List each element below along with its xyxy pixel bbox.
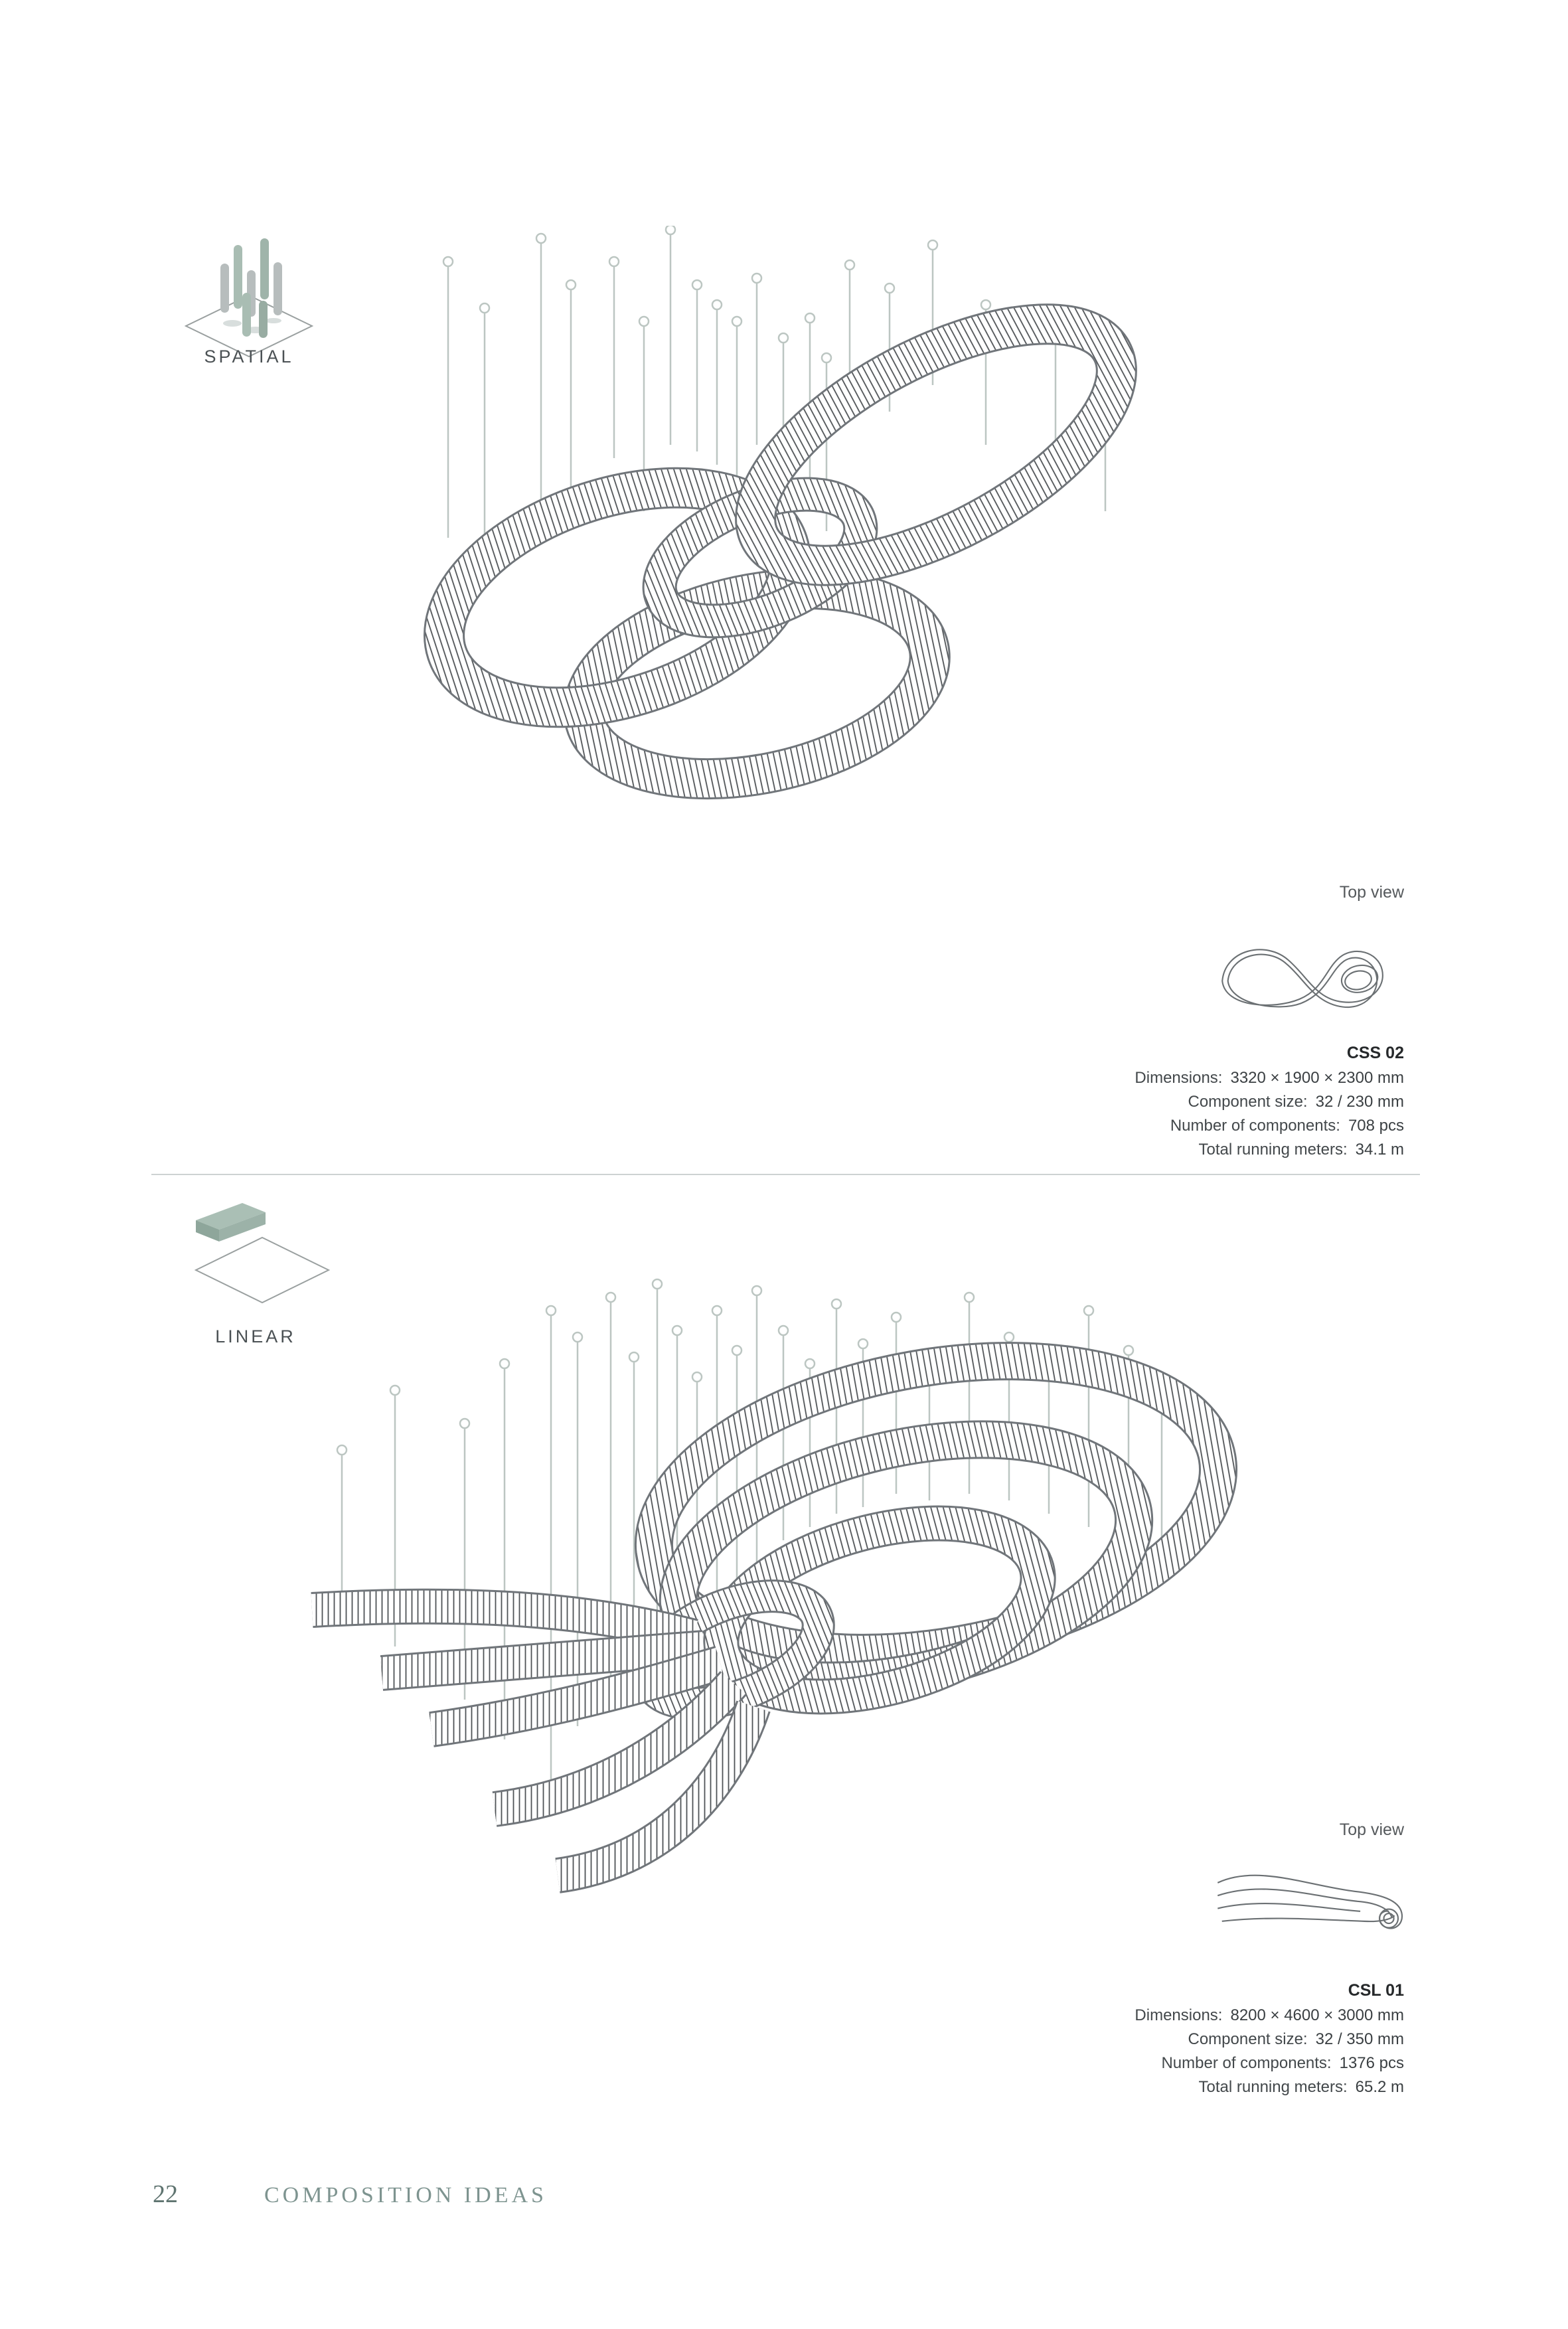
linear-icon	[179, 1195, 332, 1309]
spec-value: 65.2 m	[1355, 2078, 1404, 2096]
spec-value: 1376 pcs	[1339, 2054, 1404, 2072]
spatial-render-drawing	[385, 226, 1182, 956]
top-view-label-spatial: Top view	[1339, 883, 1404, 902]
ribbon-fans	[311, 1588, 771, 1893]
spec-label: Number of components:	[1170, 1117, 1340, 1135]
category-label-spatial: SPATIAL	[204, 347, 294, 366]
spec-label: Dimensions:	[1135, 1069, 1223, 1087]
ribbon-loops	[632, 1342, 1238, 1720]
product-code: CSL 01	[1348, 1981, 1404, 2000]
footer-title: COMPOSITION IDEAS	[264, 2183, 547, 2208]
spec-block-spatial: CSS 02 Dimensions: 3320 × 1900 × 2300 mm…	[900, 1040, 1404, 1162]
spec-row-components-count: Number of components: 708 pcs	[900, 1114, 1404, 1138]
spec-label: Component size:	[1188, 2030, 1308, 2048]
spec-value: 32 / 230 mm	[1315, 1093, 1404, 1111]
section-divider	[151, 1174, 1420, 1175]
product-code: CSS 02	[1346, 1044, 1404, 1062]
spec-label: Total running meters:	[1198, 2078, 1348, 2096]
spec-label: Dimensions:	[1135, 2006, 1223, 2024]
linear-render-drawing	[266, 1275, 1294, 1992]
spec-row-dimensions: Dimensions: 8200 × 4600 × 3000 mm	[900, 2004, 1404, 2028]
spec-row-component-size: Component size: 32 / 350 mm	[900, 2028, 1405, 2051]
spec-value: 708 pcs	[1348, 1117, 1404, 1135]
ribbon-loops	[424, 303, 1137, 800]
top-view-drawing-linear	[1215, 1854, 1407, 1943]
top-view-label-linear: Top view	[1339, 1820, 1404, 1839]
page-number: 22	[153, 2180, 178, 2208]
spec-value: 3320 × 1900 × 2300 mm	[1230, 1069, 1404, 1087]
spec-value: 32 / 350 mm	[1315, 2030, 1404, 2048]
spec-block-linear: CSL 01 Dimensions: 8200 × 4600 × 3000 mm…	[900, 1977, 1404, 2099]
spatial-icon	[179, 236, 319, 359]
spec-value: 34.1 m	[1355, 1141, 1404, 1159]
spec-label: Number of components:	[1161, 2054, 1332, 2072]
spec-row-running-meters: Total running meters: 34.1 m	[900, 1138, 1404, 1162]
spec-row-components-count: Number of components: 1376 pcs	[900, 2051, 1404, 2075]
spec-value: 8200 × 4600 × 3000 mm	[1230, 2006, 1404, 2024]
top-view-drawing-spatial	[1208, 911, 1407, 1037]
spec-row-running-meters: Total running meters: 65.2 m	[900, 2075, 1404, 2099]
spec-row-dimensions: Dimensions: 3320 × 1900 × 2300 mm	[900, 1066, 1404, 1090]
spec-row-component-size: Component size: 32 / 230 mm	[900, 1090, 1405, 1114]
spec-label: Total running meters:	[1198, 1141, 1348, 1159]
category-label-linear: LINEAR	[215, 1326, 296, 1346]
spec-label: Component size:	[1188, 1093, 1308, 1111]
